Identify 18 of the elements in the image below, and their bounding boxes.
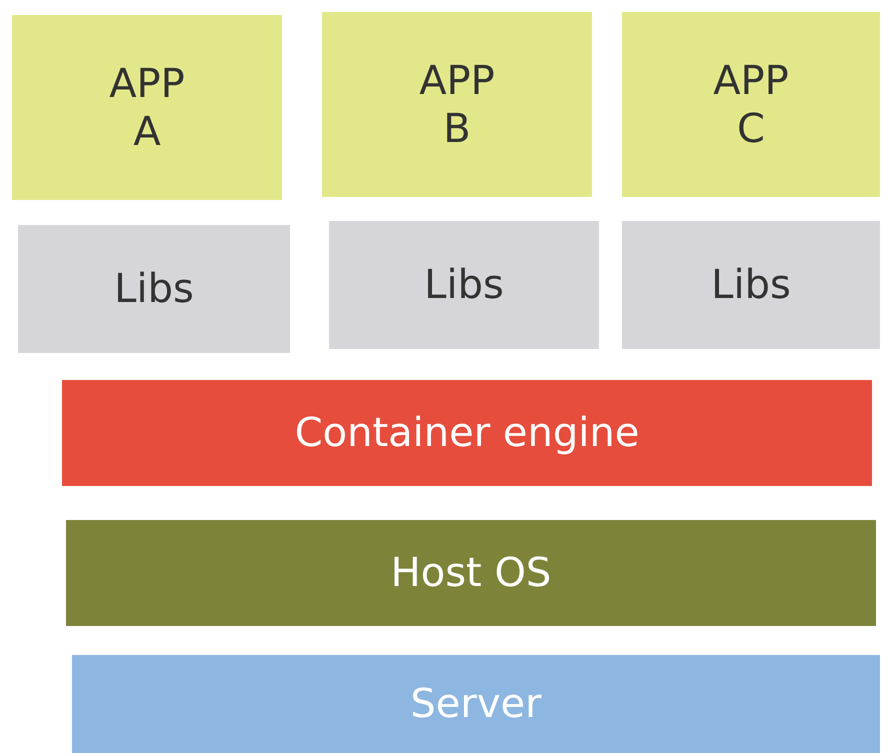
- host-os-layer: [66, 520, 876, 626]
- layer-label: Host OS: [390, 549, 552, 597]
- libs-label: Libs: [114, 265, 194, 313]
- app-block: [622, 12, 880, 197]
- container-engine-layer: [62, 380, 872, 486]
- libs-block: [18, 225, 290, 353]
- app-block: [322, 12, 592, 197]
- app-label: APP B: [418, 56, 496, 152]
- libs-block: [329, 221, 599, 349]
- layer-label: Server: [410, 680, 542, 728]
- app-label: APP A: [108, 60, 186, 156]
- layer-label: Container engine: [294, 409, 640, 457]
- libs-label: Libs: [711, 261, 791, 309]
- app-label: APP C: [712, 56, 790, 152]
- server-layer: [72, 655, 880, 753]
- app-block: [12, 15, 282, 200]
- libs-label: Libs: [424, 261, 504, 309]
- libs-block: [622, 221, 880, 349]
